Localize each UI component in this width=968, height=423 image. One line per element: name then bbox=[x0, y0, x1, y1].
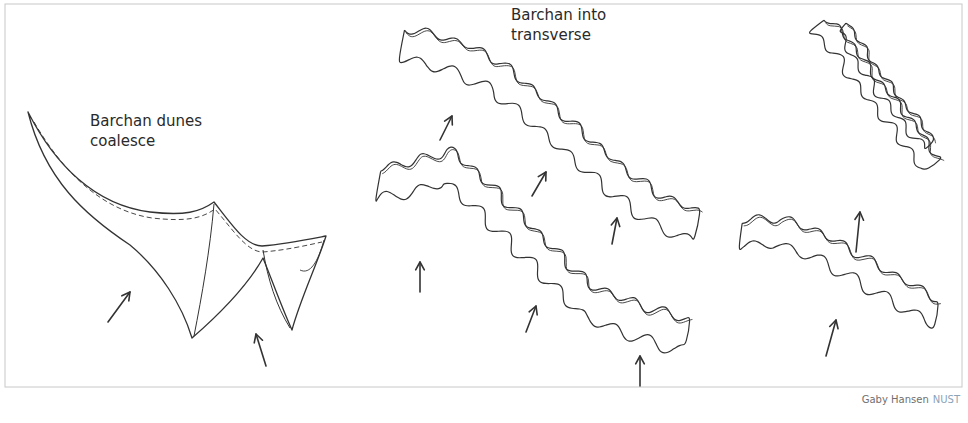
sketch-label: Barchan dunes coalesce bbox=[90, 112, 214, 151]
wind-arrow bbox=[611, 218, 619, 244]
transverse-dune bbox=[399, 28, 702, 239]
wind-arrow bbox=[108, 292, 130, 322]
sketch-label: Barchan into transverse bbox=[511, 6, 635, 45]
wind-arrow bbox=[254, 334, 266, 366]
transverse-dune bbox=[840, 23, 935, 148]
wind-arrow bbox=[636, 356, 645, 386]
wind-arrow bbox=[526, 306, 537, 332]
transverse-dune bbox=[739, 215, 941, 329]
wind-arrow bbox=[855, 212, 864, 252]
frame-border bbox=[5, 4, 962, 387]
wind-arrow bbox=[440, 116, 452, 140]
barchan-dunes bbox=[28, 112, 326, 338]
wind-arrow bbox=[826, 320, 838, 356]
wind-arrow bbox=[416, 262, 425, 292]
credit-text: Gaby Hansen bbox=[862, 394, 929, 405]
transverse-dune bbox=[376, 147, 693, 353]
transverse-dune bbox=[810, 20, 945, 169]
credit-text: NUST bbox=[933, 394, 960, 405]
wind-arrow bbox=[532, 172, 546, 196]
credit-line: Gaby Hansen NUST bbox=[862, 394, 960, 405]
